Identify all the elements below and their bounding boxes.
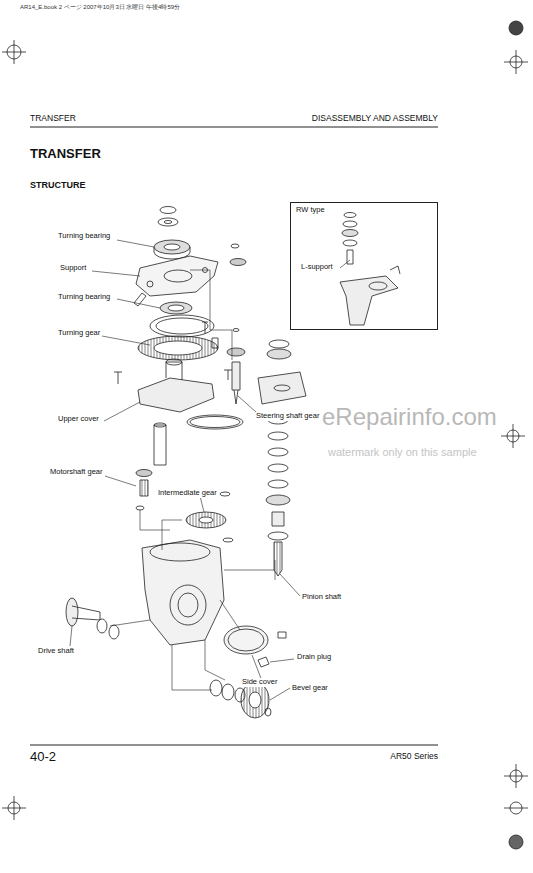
header-left: TRANSFER [30,114,76,124]
part-name: Turning gear [58,329,100,338]
part-name: Intermediate gear [158,489,217,498]
registration-mark [504,764,528,849]
part-name: Turning bearing [58,232,110,241]
part-name: Turning bearing [58,293,110,302]
registration-mark [2,40,26,64]
part-name: Support [60,264,86,273]
page-number: 40-2 [30,750,56,765]
part-name: Upper cover [58,415,99,424]
series-name: AR50 Series [390,752,438,762]
page-title: TRANSFER [30,147,101,162]
part-name: Steering shaft gear [256,412,319,421]
part-name: Bevel gear [292,684,328,693]
inset-heading: RW type [296,206,325,215]
section-heading: STRUCTURE [30,180,86,190]
inset-box: RW typeL-support [290,202,438,330]
registration-mark [501,424,525,448]
watermark: watermark only on this sample [328,446,477,459]
file-stamp: AR14_E.book 2 ページ 2007年10月3日 水曜日 午後4時59分 [20,4,180,11]
header-right: DISASSEMBLY AND ASSEMBLY [312,114,438,124]
part-name: Drain plug [297,653,331,662]
part-name: Pinion shaft [302,593,341,602]
part-name: Side cover [242,678,277,687]
part-name: L-support [301,263,333,272]
registration-mark [504,21,528,74]
part-name: Motorshaft gear [50,468,103,477]
leader-line [70,240,350,700]
registration-mark [2,796,26,820]
watermark: eRepairinfo.com [322,403,497,431]
part-name: Drive shaft [38,647,74,656]
